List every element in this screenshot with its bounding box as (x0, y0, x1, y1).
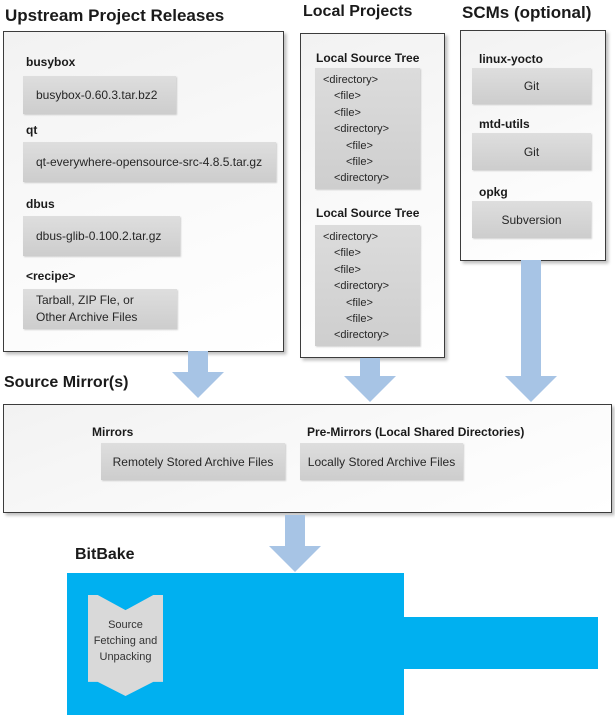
callout-line: Unpacking (99, 651, 152, 663)
tree-line: <file> (346, 139, 373, 152)
tree-line: <directory> (334, 123, 390, 136)
tree-line: <file> (346, 313, 373, 326)
bitbake-title: BitBake (75, 546, 135, 563)
callout-line: Source (108, 619, 143, 631)
recipe-name-label: busybox (26, 55, 76, 69)
bitbake-output-pipe (403, 617, 598, 669)
mirrors-label: Mirrors (92, 425, 134, 439)
local-projects-panel: Local Source Tree <directory> <file> <fi… (300, 33, 445, 358)
down-arrow-head (505, 376, 557, 402)
tree-line: <file> (334, 106, 361, 119)
down-arrow-shaft (360, 358, 380, 376)
down-arrow-head (269, 546, 321, 572)
tree-line: <file> (346, 156, 373, 169)
scm-recipe-label: linux-yocto (479, 52, 544, 66)
tarball-box: busybox-0.60.3.tar.bz2 (23, 76, 176, 114)
source-mirrors-title: Source Mirror(s) (4, 374, 129, 391)
source-tree-box: <directory> <file> <file> <directory> <f… (315, 225, 420, 346)
recipe-name-label: qt (26, 123, 38, 137)
down-arrow-shaft (521, 260, 541, 376)
mirror-store-box: Locally Stored Archive Files (300, 443, 463, 480)
tree-line: <directory> (323, 74, 379, 86)
tree-line: <directory> (334, 172, 390, 185)
scm-recipe-label: opkg (479, 185, 508, 199)
recipe-name-label: dbus (26, 197, 55, 211)
source-fetching-callout: Source Fetching and Unpacking (88, 595, 163, 696)
down-arrow-shaft (285, 515, 305, 546)
down-arrow-head (344, 376, 396, 402)
tarball-box: dbus-glib-0.100.2.tar.gz (23, 216, 180, 256)
down-arrow (344, 358, 396, 402)
source-mirrors-panel: Mirrors Remotely Stored Archive Files Pr… (3, 404, 612, 513)
tree-line: <directory> (323, 231, 379, 243)
tarball-box: qt-everywhere-opensource-src-4.8.5.tar.g… (23, 142, 276, 182)
tree-line: <directory> (334, 280, 390, 293)
scms-panel: linux-yocto Git mtd-utils Git opkg Subve… (460, 30, 606, 261)
local-projects-title: Local Projects (303, 3, 413, 20)
scm-type-box: Git (472, 68, 591, 104)
upstream-releases-title: Upstream Project Releases (5, 6, 225, 25)
archive-types-line: Tarball, ZIP Fle, or (36, 293, 134, 307)
tree-line: <file> (334, 263, 361, 276)
tree-line: <file> (346, 296, 373, 309)
pre-mirrors-label: Pre-Mirrors (Local Shared Directories) (307, 425, 525, 439)
archive-types-box: Tarball, ZIP Fle, or Other Archive Files (23, 289, 177, 329)
recipe-name-label: <recipe> (26, 269, 76, 283)
scms-title: SCMs (optional) (462, 3, 592, 22)
source-tree-box: <directory> <file> <file> <directory> <f… (315, 68, 420, 189)
down-arrow (269, 515, 321, 572)
tree-line: <file> (334, 90, 361, 103)
archive-types-line: Other Archive Files (36, 310, 138, 324)
scm-type-box: Git (472, 133, 591, 170)
callout-line: Fetching and (93, 635, 158, 647)
down-arrow (505, 260, 557, 402)
scm-type-box: Subversion (472, 201, 591, 238)
local-source-tree-label: Local Source Tree (316, 206, 420, 220)
local-source-tree-label: Local Source Tree (316, 51, 420, 65)
down-arrow (172, 351, 224, 398)
down-arrow-shaft (188, 351, 208, 372)
down-arrow-head (172, 372, 224, 398)
mirror-store-box: Remotely Stored Archive Files (101, 443, 285, 480)
tree-line: <directory> (334, 329, 390, 342)
tree-line: <file> (334, 247, 361, 260)
upstream-releases-panel: busybox busybox-0.60.3.tar.bz2 qt qt-eve… (3, 31, 284, 352)
scm-recipe-label: mtd-utils (479, 117, 530, 131)
